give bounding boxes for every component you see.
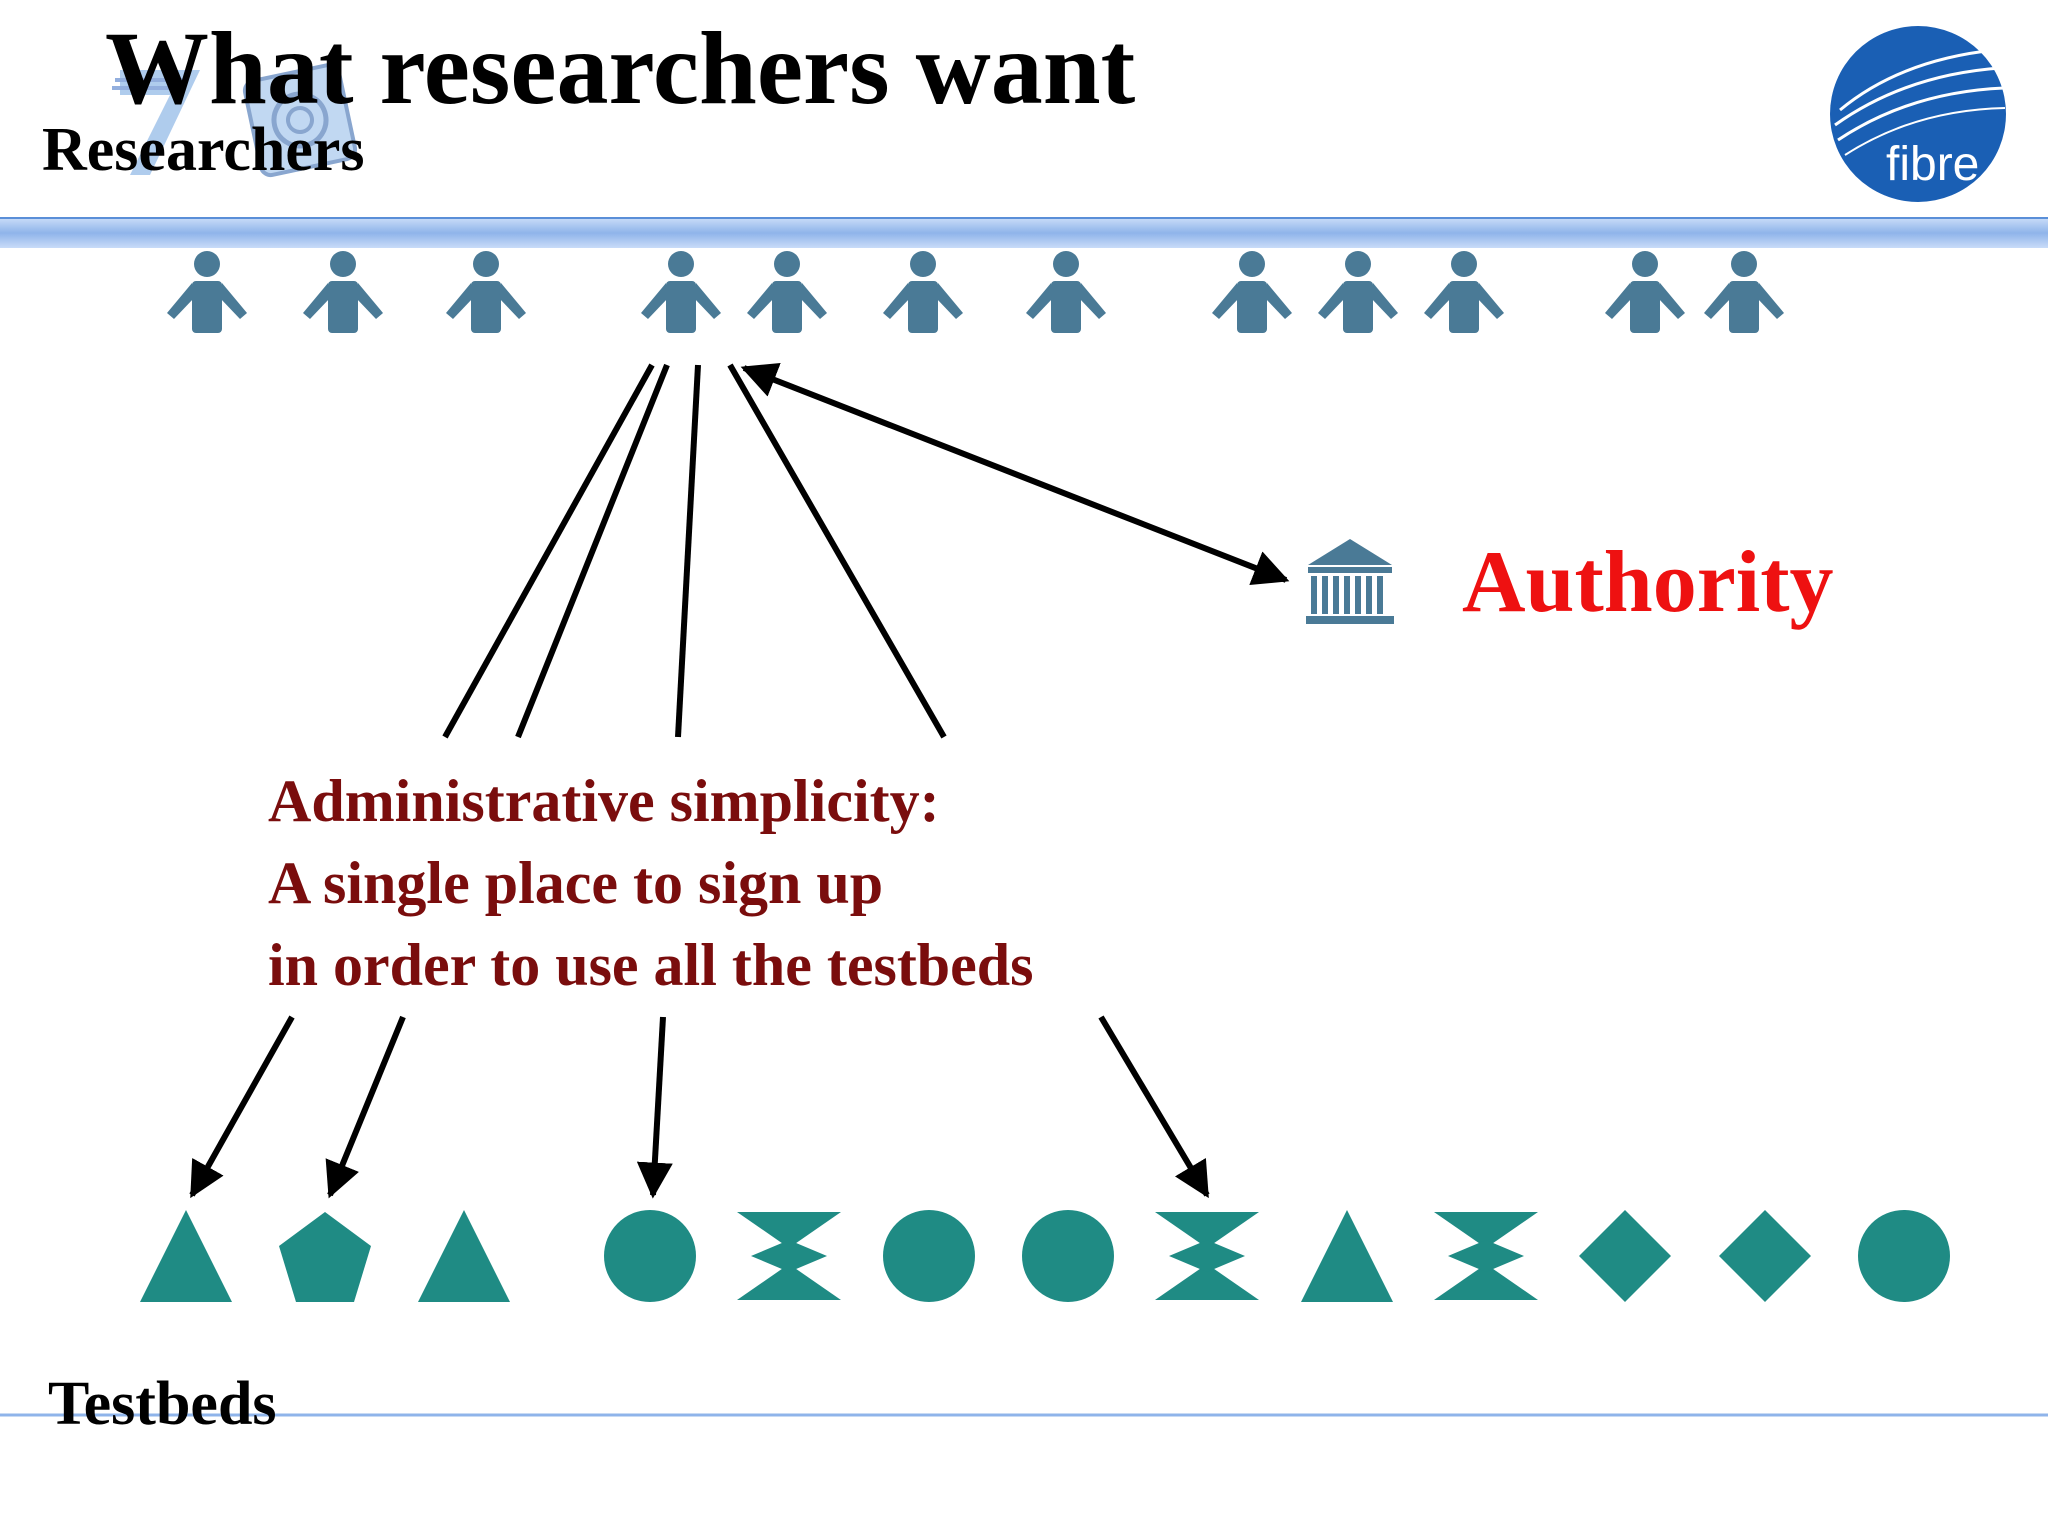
person-icon bbox=[446, 251, 526, 333]
testbeds-label: Testbeds bbox=[48, 1370, 277, 1438]
callout-text: Administrative simplicity: A single plac… bbox=[268, 760, 1034, 1006]
authority-arrow bbox=[740, 363, 1290, 585]
testbed-arrows bbox=[189, 1015, 1210, 1199]
callout-line: A single place to sign up bbox=[268, 850, 884, 916]
slide-title: What researchers want bbox=[105, 11, 1136, 126]
person-icon bbox=[1212, 251, 1292, 333]
testbed-circle-icon bbox=[883, 1210, 975, 1302]
testbed-diamond-icon bbox=[1719, 1210, 1811, 1302]
person-icon bbox=[1424, 251, 1504, 333]
testbed-circle-icon bbox=[1022, 1210, 1114, 1302]
testbed-diamond-icon bbox=[1579, 1210, 1671, 1302]
person-icon bbox=[747, 251, 827, 333]
testbed-hourglass-icon bbox=[1434, 1212, 1538, 1300]
connector-lines bbox=[442, 363, 947, 739]
testbed-circle-icon bbox=[1858, 1210, 1950, 1302]
project-logo-watermark bbox=[112, 62, 358, 178]
testbed-triangle-icon bbox=[140, 1210, 232, 1302]
person-icon bbox=[1605, 251, 1685, 333]
testbed-circle-icon bbox=[604, 1210, 696, 1302]
testbed-arrow bbox=[189, 1015, 295, 1199]
researchers-row bbox=[167, 251, 1784, 333]
testbed-hourglass-icon bbox=[737, 1212, 841, 1300]
testbed-triangle-icon bbox=[1301, 1210, 1393, 1302]
building-icon bbox=[1306, 539, 1394, 624]
connector-line bbox=[442, 363, 655, 739]
connector-line bbox=[727, 363, 947, 739]
testbed-arrow bbox=[636, 1016, 673, 1199]
person-icon bbox=[883, 251, 963, 333]
testbed-hourglass-icon bbox=[1155, 1212, 1259, 1300]
testbed-triangle-icon bbox=[418, 1210, 510, 1302]
connector-line bbox=[675, 364, 701, 738]
callout-line: Administrative simplicity: bbox=[268, 768, 940, 834]
person-icon bbox=[303, 251, 383, 333]
person-icon bbox=[641, 251, 721, 333]
fibre-logo: fibre bbox=[1830, 26, 2006, 202]
testbed-arrow bbox=[1098, 1015, 1210, 1199]
person-icon bbox=[1704, 251, 1784, 333]
testbed-pentagon-icon bbox=[279, 1212, 371, 1302]
authority-label: Authority bbox=[1462, 534, 1834, 631]
testbeds-row bbox=[140, 1210, 1950, 1302]
person-icon bbox=[167, 251, 247, 333]
callout-line: in order to use all the testbeds bbox=[268, 932, 1034, 998]
header-band bbox=[0, 218, 2048, 248]
person-icon bbox=[1318, 251, 1398, 333]
connector-line bbox=[515, 363, 670, 739]
researchers-label: Researchers bbox=[42, 116, 365, 184]
testbed-arrow bbox=[325, 1015, 406, 1199]
person-icon bbox=[1026, 251, 1106, 333]
logo-text: fibre bbox=[1886, 138, 1979, 191]
